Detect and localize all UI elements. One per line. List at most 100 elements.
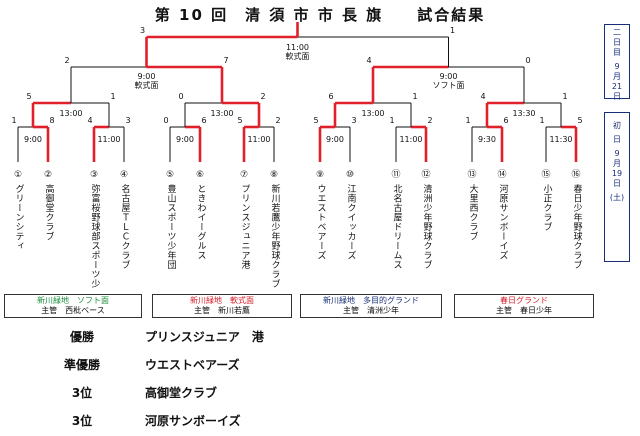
team-number: ⑥ — [195, 170, 205, 180]
r1-match-2-left-score: 4 — [87, 116, 92, 125]
sf-match-2-left-score: 4 — [366, 56, 371, 65]
team-1: ① グリーンシティ — [8, 170, 28, 251]
result-team: ウエストベアーズ — [145, 358, 240, 372]
result-label: 3位 — [71, 414, 93, 428]
r1-match-1-left-score: 1 — [11, 116, 16, 125]
r1-match-6-right-score: 2 — [427, 116, 432, 125]
r2-match-3-right-score: 1 — [412, 92, 417, 101]
r2-match-4-right-score: 1 — [562, 92, 567, 101]
team-name: ウエストベアーズ — [315, 184, 326, 260]
r2-time-2: 13:00 — [210, 109, 233, 118]
team-14: ⑭ 河原サンボーイズ — [492, 170, 512, 260]
r1-time-8: 11:30 — [549, 135, 572, 144]
team-number: ⑦ — [239, 170, 249, 180]
team-number: ⑧ — [269, 170, 279, 180]
r1-match-5-left-score: 5 — [313, 116, 318, 125]
team-name: 弥富桜野球部スポーツ少 — [89, 184, 100, 289]
venue-name: 春日グランド — [500, 296, 548, 305]
team-number: ⑯ — [571, 170, 581, 180]
r1-match-2-right-score: 3 — [125, 116, 130, 125]
sf-venue-2: ソフト面 — [433, 81, 465, 90]
day1-box-line-3: 日 — [613, 135, 621, 144]
r2-match-3-left-score: 6 — [328, 92, 333, 101]
day1-box-line-1: 初 — [613, 121, 621, 130]
page-title: 第 10 回 清 須 市 市 長 旗 試合結果 — [154, 6, 486, 24]
r2-time-1: 13:00 — [59, 109, 82, 118]
final-match-right-score: 1 — [450, 26, 455, 35]
team-name: 河原サンボーイズ — [497, 184, 508, 260]
sf-time-1: 9:00 — [138, 72, 156, 81]
r1-match-5-right-score: 3 — [351, 116, 356, 125]
team-4: ④ 名古屋ＴＬＣクラブ — [114, 170, 134, 270]
day2-box-line-5: 9 — [614, 62, 620, 71]
venue-box-1: 新川緑地 ソフト面主管 西枇ベース — [4, 294, 142, 318]
venue-box-2: 新川緑地 軟式面主管 新川若鷹 — [152, 294, 292, 318]
venue-host: 主管 新川若鷹 — [194, 306, 250, 315]
team-name: 新川若鷹少年野球クラブ — [269, 184, 280, 289]
r2-match-2-left-score: 0 — [178, 92, 183, 101]
r2-match-2-right-score: 2 — [260, 92, 265, 101]
venue-host: 主管 春日少年 — [496, 306, 552, 315]
team-name: 小正クラブ — [541, 184, 552, 232]
venue-name: 新川緑地 ソフト面 — [37, 296, 109, 305]
r1-match-6-left-score: 1 — [389, 116, 394, 125]
r2-match-1-left-score: 5 — [26, 92, 31, 101]
day1-box-line-8: 日 — [613, 179, 621, 188]
venue-box-4: 春日グランド主管 春日少年 — [454, 294, 594, 318]
day1-box-line-10: (土) — [609, 193, 625, 202]
result-label: 準優勝 — [63, 358, 100, 372]
team-name: 高御堂クラブ — [43, 184, 54, 241]
team-name: 春日少年野球クラブ — [571, 184, 582, 270]
team-name: グリーンシティ — [13, 184, 24, 251]
team-name: 豊山スポーツ少年団 — [165, 184, 176, 270]
day1-box-line-7: 19 — [611, 169, 623, 178]
sf-venue-1: 軟式面 — [135, 80, 159, 90]
day2-box-line-7: 21 — [611, 82, 623, 91]
result-team: 高御堂クラブ — [145, 386, 218, 400]
team-number: ⑪ — [391, 170, 401, 180]
r1-time-6: 11:00 — [399, 135, 422, 144]
team-name: 北名古屋ドリームス — [391, 184, 402, 270]
r1-match-3-left-score: 0 — [163, 116, 168, 125]
r1-match-4-left-score: 5 — [237, 116, 242, 125]
sf-match-1-right-score: 7 — [223, 56, 228, 65]
venue-box-3: 新川緑地 多目的グランド主管 清洲少年 — [300, 294, 442, 318]
r1-time-2: 11:00 — [97, 135, 120, 144]
r2-match-4-left-score: 4 — [480, 92, 485, 101]
day2-box-line-8: 日 — [613, 92, 621, 101]
day2-box-line-6: 月 — [613, 72, 621, 81]
r1-match-4-right-score: 2 — [275, 116, 280, 125]
team-name: 大里西クラブ — [467, 184, 478, 241]
r1-time-3: 9:00 — [176, 135, 194, 144]
team-number: ⑭ — [497, 170, 507, 180]
result-team: プリンスジュニア 港 — [145, 330, 264, 344]
team-name: 名古屋ＴＬＣクラブ — [119, 184, 130, 270]
venue-host: 主管 清洲少年 — [343, 306, 399, 315]
team-number: ⑩ — [345, 170, 355, 180]
day2-box-line-2: 日 — [613, 38, 621, 47]
team-number: ④ — [119, 170, 129, 180]
r1-match-8-left-score: 1 — [539, 116, 544, 125]
r1-time-4: 11:00 — [247, 135, 270, 144]
r1-match-3-right-score: 6 — [201, 116, 206, 125]
team-16: ⑯ 春日少年野球クラブ — [566, 170, 586, 270]
venue-name: 新川緑地 軟式面 — [190, 296, 254, 305]
r1-match-7-left-score: 1 — [465, 116, 470, 125]
team-number: ① — [13, 170, 23, 180]
venue-host: 主管 西枇ベース — [41, 306, 105, 315]
r1-time-7: 9:30 — [478, 135, 496, 144]
day1-box-line-6: 月 — [613, 159, 621, 168]
venue-name: 新川緑地 多目的グランド — [323, 296, 419, 305]
r1-time-5: 9:00 — [326, 135, 344, 144]
r1-time-1: 9:00 — [24, 135, 42, 144]
r2-time-4: 13:30 — [512, 109, 535, 118]
